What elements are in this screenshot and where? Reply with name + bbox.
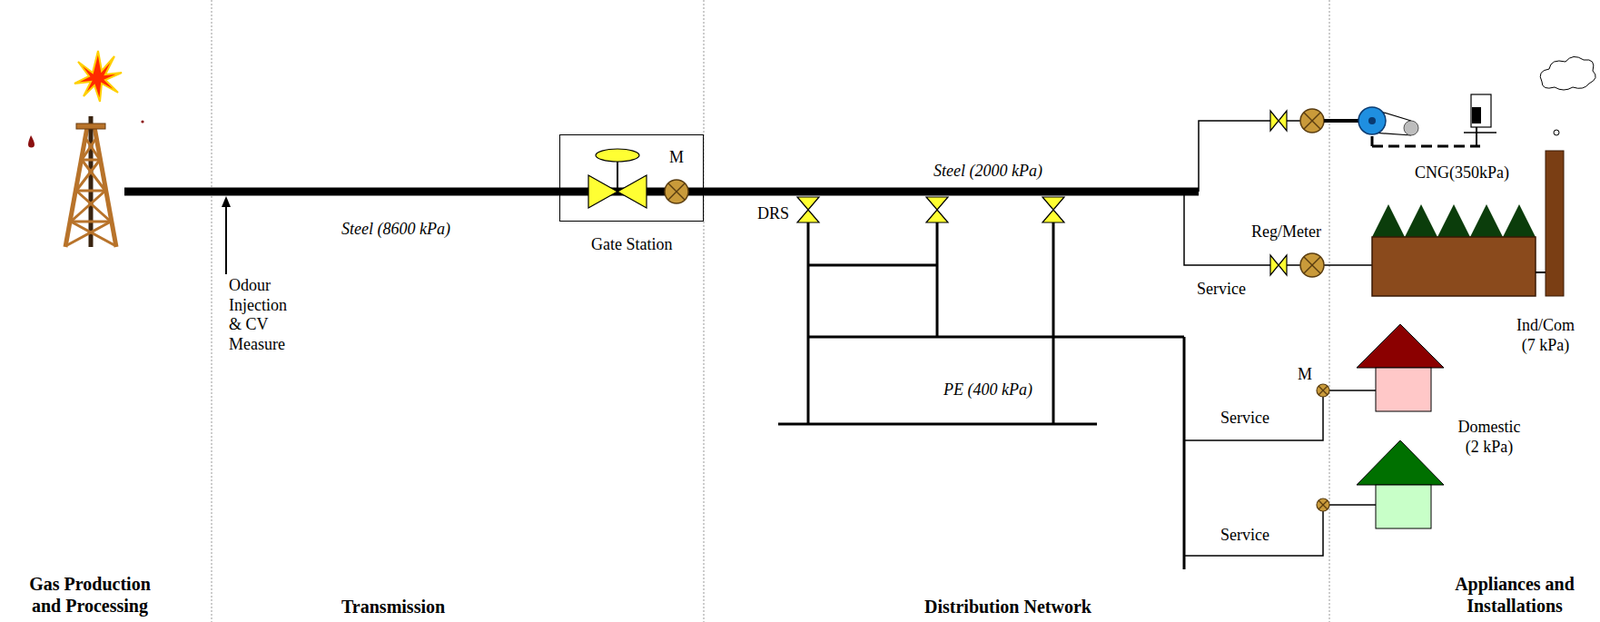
meter-tag: M [669, 148, 684, 168]
transmission-pipe [124, 187, 1199, 197]
drs-valve [797, 197, 1065, 223]
component-label: Service [1196, 279, 1246, 300]
component-label: Domestic (2 kPa) [1452, 417, 1526, 457]
service-meter [1300, 108, 1324, 133]
gate-station-box: MGate Station [559, 134, 704, 222]
odour-injection-arrow [221, 196, 231, 275]
component-label: CNG(350kPa) [1414, 163, 1510, 184]
domestic-house [1356, 324, 1444, 529]
gate-station-valve [588, 148, 647, 208]
industrial-plant [1372, 56, 1596, 297]
service-valve [1270, 255, 1287, 276]
section-title: Distribution Network [924, 595, 1092, 618]
section-divider [211, 0, 1330, 622]
component-label: DRS [757, 204, 790, 225]
section-title: Appliances and Installations [1441, 572, 1588, 617]
pipe-label: PE (400 kPa) [943, 380, 1033, 401]
component-label: Service [1220, 525, 1270, 546]
service-lines [1184, 120, 1376, 556]
service-valve [1270, 110, 1287, 131]
service-meter [1300, 253, 1324, 277]
component-label: Odour Injection & CV Measure [228, 276, 295, 355]
component-label: Reg/Meter [1251, 222, 1322, 243]
gate-meter [664, 179, 689, 204]
domestic-meter [1316, 498, 1330, 512]
pipe-label: Steel (2000 kPa) [933, 161, 1043, 182]
station-name: Gate Station [591, 235, 672, 256]
gas-derrick [28, 50, 145, 247]
section-title: Transmission [341, 595, 445, 618]
component-label: M [1297, 365, 1313, 386]
component-label: Service [1220, 408, 1270, 429]
cng-station [1323, 94, 1497, 147]
component-label: Ind/Com (7 kPa) [1512, 316, 1579, 356]
domestic-meter [1316, 384, 1330, 397]
pe-network [778, 221, 1185, 570]
section-title: Gas Production and Processing [17, 572, 163, 617]
pipe-label: Steel (8600 kPa) [341, 219, 451, 240]
